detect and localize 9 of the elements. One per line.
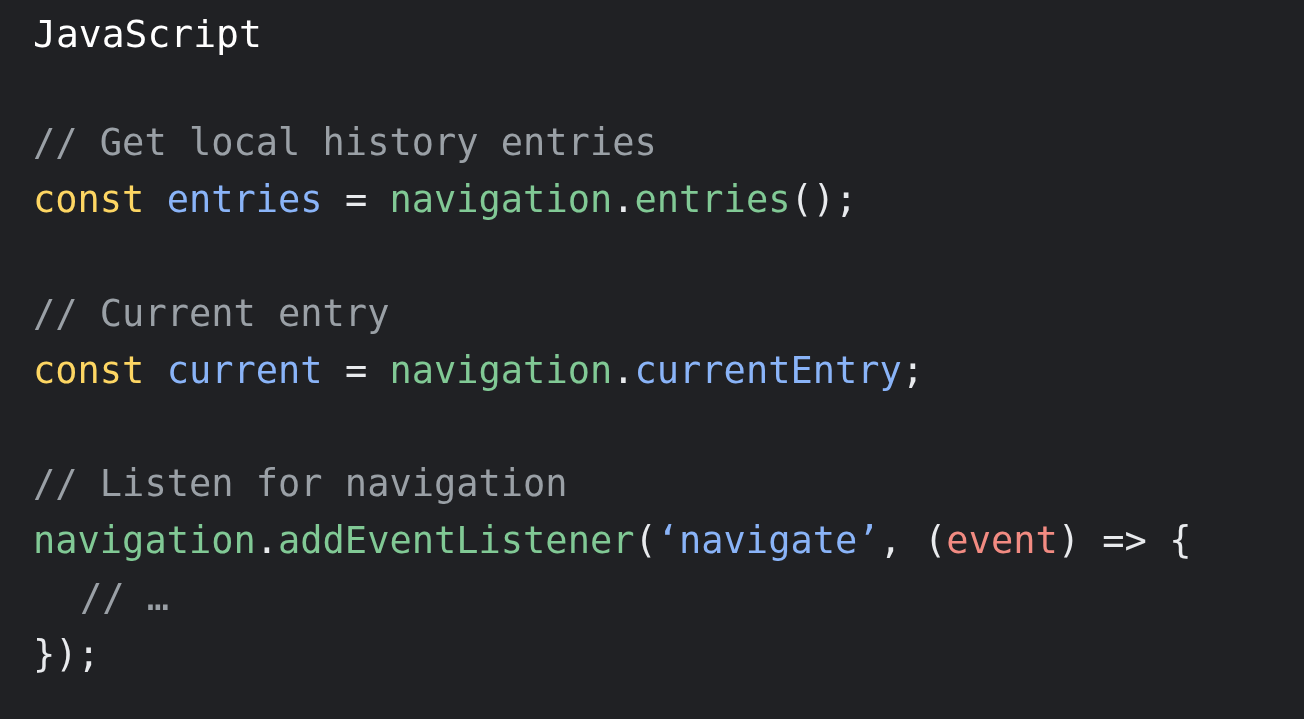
- code-line: });: [33, 632, 100, 678]
- code-comment: // Current entry: [33, 291, 390, 337]
- code-line: const entries = navigation.entries();: [33, 177, 858, 223]
- code-line: navigation.addEventListener(‘navigate’, (event) => {: [33, 518, 1192, 564]
- code-line: const current = navigation.currentEntry;: [33, 348, 925, 394]
- code-comment: // Get local history entries: [33, 120, 657, 166]
- code-comment: // Listen for navigation: [33, 461, 568, 507]
- code-comment: // …: [80, 575, 170, 621]
- code-title: JavaScript: [33, 12, 262, 56]
